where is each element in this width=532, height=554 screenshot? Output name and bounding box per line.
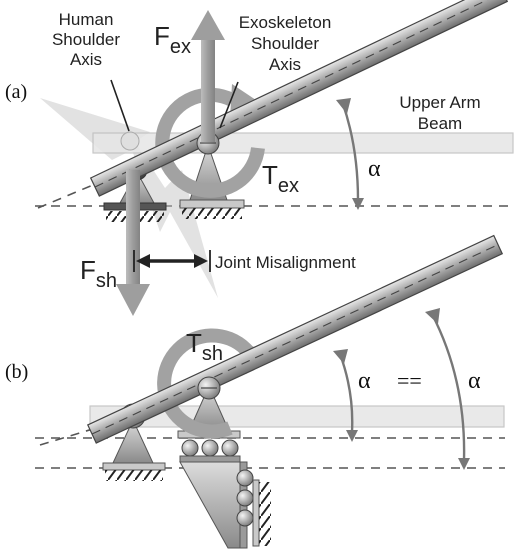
- f-sh-label: Fsh: [80, 255, 117, 292]
- t-sh-label: Tsh: [186, 328, 223, 365]
- t-ex-sub: ex: [278, 175, 299, 197]
- upper-arm-label-line1: Upper Arm: [399, 93, 480, 112]
- alpha-arc-b-left: [333, 349, 358, 442]
- beam-axis-extension-b: [39, 427, 97, 446]
- human-axis-label-line3: Axis: [70, 50, 102, 69]
- alpha-equals-label: ==: [397, 368, 422, 393]
- exo-axis-label-line1: Exoskeleton: [239, 13, 332, 32]
- t-sh-main: T: [186, 328, 202, 358]
- exo-support-b: [177, 384, 271, 549]
- alpha-arc-b-right: [425, 308, 470, 470]
- joint-misalignment-label: Joint Misalignment: [215, 253, 356, 272]
- human-shoulder-axis-ghost: [120, 131, 140, 151]
- f-ex-label: Fex: [154, 21, 191, 58]
- f-sh-sub: sh: [96, 270, 117, 292]
- panel-a: [35, 0, 515, 316]
- alpha-label-b-left: α: [358, 368, 371, 394]
- human-axis-label-line2: Shoulder: [52, 30, 120, 49]
- t-ex-label: Tex: [262, 160, 299, 197]
- exo-axis-pointer: [219, 81, 239, 129]
- exo-axis-label-line3: Axis: [269, 55, 301, 74]
- panel-b: [35, 234, 505, 549]
- joint-misalignment-dimension: [133, 250, 211, 272]
- force-sh-arrow: [116, 170, 150, 316]
- human-axis-pointer: [110, 79, 130, 132]
- f-sh-main: F: [80, 255, 96, 285]
- panel-b-label: (b): [5, 361, 28, 383]
- human-axis-label-line1: Human: [59, 10, 114, 29]
- exo-axis-label-line2: Shoulder: [251, 34, 319, 53]
- upper-arm-beam-b: [86, 234, 504, 444]
- f-ex-main: F: [154, 21, 170, 51]
- force-ex-arrow: [191, 10, 225, 142]
- alpha-label-b-right: α: [468, 368, 481, 394]
- panel-a-label: (a): [5, 81, 27, 103]
- alpha-arc-a: [336, 98, 364, 210]
- f-ex-sub: ex: [170, 36, 191, 58]
- beam-axis-extension-a: [37, 181, 101, 209]
- upper-arm-label-line2: Beam: [418, 114, 462, 133]
- t-ex-main: T: [262, 160, 278, 190]
- alpha-label-a: α: [368, 156, 381, 182]
- t-sh-sub: sh: [202, 343, 223, 365]
- upper-arm-beam-a: [89, 0, 509, 197]
